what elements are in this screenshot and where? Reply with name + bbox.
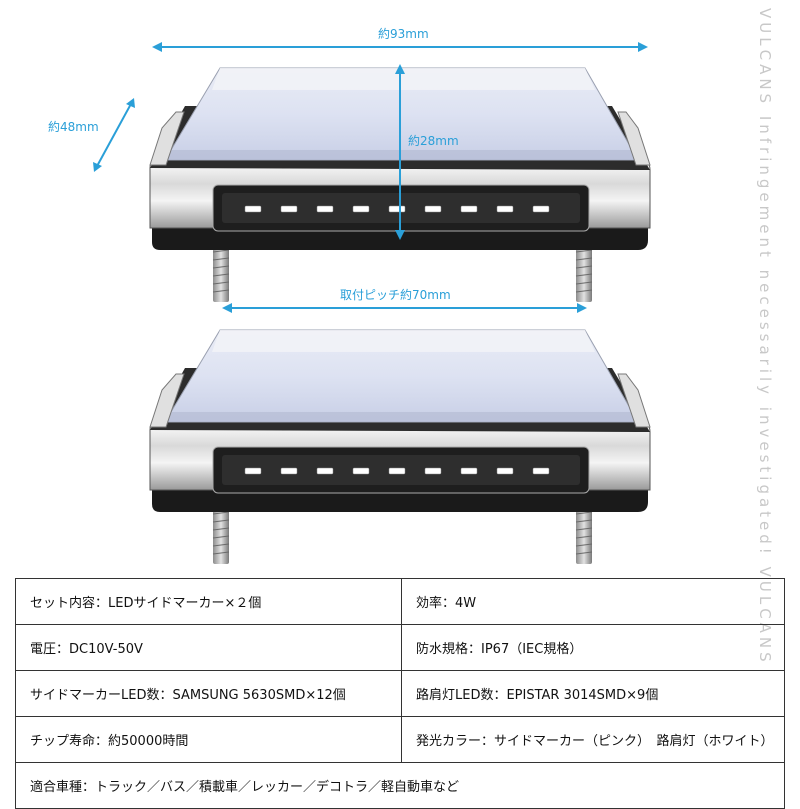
led-chip [460,205,478,213]
led-chip [352,205,370,213]
led-chip [280,205,298,213]
depth-arrow [95,101,133,169]
pitch-label: 取付ピッチ約70mm [340,288,451,302]
spec-side-marker-leds: サイドマーカーLED数：SAMSUNG 5630SMD×12個 [15,670,402,717]
led-chip [280,467,298,475]
width-label: 約93mm [378,27,429,41]
led-chip [388,467,406,475]
led-chip [424,205,442,213]
table-row: セット内容：LEDサイドマーカー×２個 効率：4W [15,578,785,625]
led-chip [496,467,514,475]
product-illustration [93,42,651,565]
spec-light-color: 発光カラー：サイドマーカー（ピンク） 路肩灯（ホワイト） [401,716,785,763]
spec-efficiency: 効率：4W [401,578,785,625]
table-row: 電圧：DC10V-50V 防水規格：IP67（IEC規格） [15,624,785,671]
spec-voltage: 電圧：DC10V-50V [15,624,402,671]
spec-waterproof: 防水規格：IP67（IEC規格） [401,624,785,671]
table-row: 適合車種：トラック／バス／積載車／レッカー／デコトラ／軽自動車など [15,762,785,809]
table-row: チップ寿命：約50000時間 発光カラー：サイドマーカー（ピンク） 路肩灯（ホワ… [15,716,785,763]
led-chip [460,467,478,475]
led-row-bottom [244,467,550,475]
led-chip [244,205,262,213]
led-chip [496,205,514,213]
height-label: 約28mm [408,134,459,148]
led-chip [532,467,550,475]
led-chip [316,467,334,475]
table-row: サイドマーカーLED数：SAMSUNG 5630SMD×12個 路肩灯LED数：… [15,670,785,717]
spec-chip-life: チップ寿命：約50000時間 [15,716,402,763]
spec-table: セット内容：LEDサイドマーカー×２個 効率：4W 電圧：DC10V-50V 防… [15,578,785,809]
led-chip [316,205,334,213]
led-chip [424,467,442,475]
spec-compatible: 適合車種：トラック／バス／積載車／レッカー／デコトラ／軽自動車など [15,762,785,809]
spec-road-light-leds: 路肩灯LED数：EPISTAR 3014SMD×9個 [401,670,785,717]
led-row-top [244,205,550,213]
spec-set-contents: セット内容：LEDサイドマーカー×２個 [15,578,402,625]
side-marker-bottom [149,329,651,565]
led-chip [532,205,550,213]
depth-label: 約48mm [48,120,99,134]
led-chip [244,467,262,475]
led-chip [352,467,370,475]
led-chip [388,205,406,213]
